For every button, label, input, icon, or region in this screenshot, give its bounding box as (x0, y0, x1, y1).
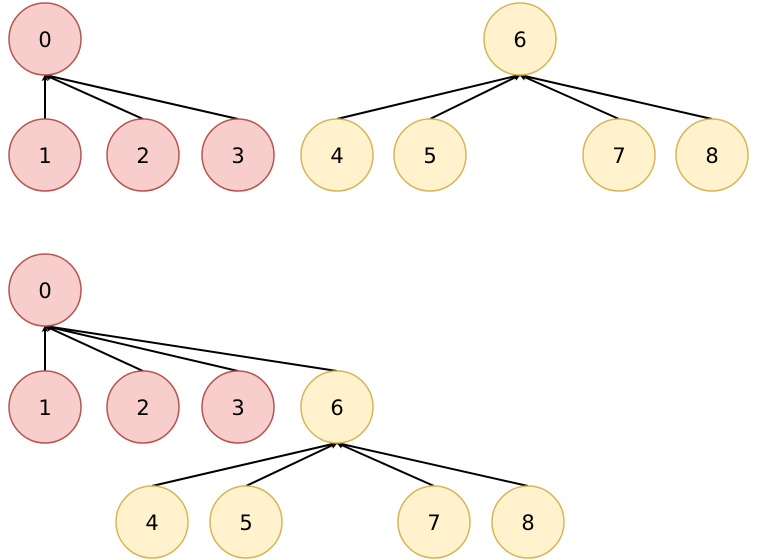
node-label: 7 (612, 144, 625, 168)
edge-6-to-0-after-union (44, 323, 338, 372)
node-circle (8, 253, 82, 327)
node-label: 2 (136, 396, 149, 420)
node-2: 2 (106, 370, 180, 444)
edge-5-to-6-after-union (245, 442, 338, 487)
node-circle (300, 118, 374, 192)
node-0: 0 (8, 2, 82, 76)
edge-2-to-0-before-union (44, 74, 144, 120)
node-circle (209, 485, 283, 559)
edge-3-to-0-after-union (44, 324, 239, 372)
node-label: 4 (330, 144, 343, 168)
node-6: 6 (300, 370, 374, 444)
edge-7-to-6-after-union (336, 442, 435, 487)
node-label: 0 (38, 28, 51, 52)
node-circle (393, 118, 467, 192)
diagram-before-union: 0 1 2 3 4 5 6 7 8 (8, 2, 749, 192)
node-5: 5 (393, 118, 467, 192)
node-circle (106, 370, 180, 444)
node-label: 5 (423, 144, 436, 168)
node-circle (8, 118, 82, 192)
node-circle (115, 485, 189, 559)
node-circle (8, 370, 82, 444)
node-2: 2 (106, 118, 180, 192)
node-circle (582, 118, 656, 192)
node-label: 6 (330, 396, 343, 420)
node-1: 1 (8, 118, 82, 192)
node-circle (201, 370, 275, 444)
edge-8-to-6-before-union (519, 72, 713, 120)
node-4: 4 (300, 118, 374, 192)
node-circle (397, 485, 471, 559)
node-label: 3 (231, 396, 244, 420)
node-0: 0 (8, 253, 82, 327)
edge-5-to-6-before-union (429, 74, 521, 120)
node-circle (300, 370, 374, 444)
node-label: 8 (705, 144, 718, 168)
node-8: 8 (491, 485, 565, 559)
diagram-after-union: 0 1 2 3 6 4 5 7 8 (8, 253, 565, 559)
node-label: 7 (427, 511, 440, 535)
edge-2-to-0-after-union (44, 325, 144, 372)
node-circle (483, 2, 557, 76)
node-label: 1 (38, 144, 51, 168)
node-circle (8, 2, 82, 76)
node-6: 6 (483, 2, 557, 76)
node-label: 6 (513, 28, 526, 52)
edge-8-to-6-after-union (336, 440, 529, 487)
node-7: 7 (397, 485, 471, 559)
node-7: 7 (582, 118, 656, 192)
edge-4-to-6-after-union (151, 441, 338, 487)
node-label: 3 (231, 144, 244, 168)
node-label: 5 (239, 511, 252, 535)
node-circle (106, 118, 180, 192)
node-label: 0 (38, 279, 51, 303)
node-label: 4 (145, 511, 158, 535)
node-8: 8 (675, 118, 749, 192)
node-label: 2 (136, 144, 149, 168)
edge-7-to-6-before-union (519, 74, 620, 120)
edge-3-to-0-before-union (44, 72, 239, 120)
node-3: 3 (201, 118, 275, 192)
node-circle (491, 485, 565, 559)
node-circle (675, 118, 749, 192)
node-1: 1 (8, 370, 82, 444)
node-label: 8 (521, 511, 534, 535)
edge-4-to-6-before-union (336, 73, 521, 120)
node-5: 5 (209, 485, 283, 559)
node-3: 3 (201, 370, 275, 444)
node-label: 1 (38, 396, 51, 420)
node-4: 4 (115, 485, 189, 559)
node-circle (201, 118, 275, 192)
